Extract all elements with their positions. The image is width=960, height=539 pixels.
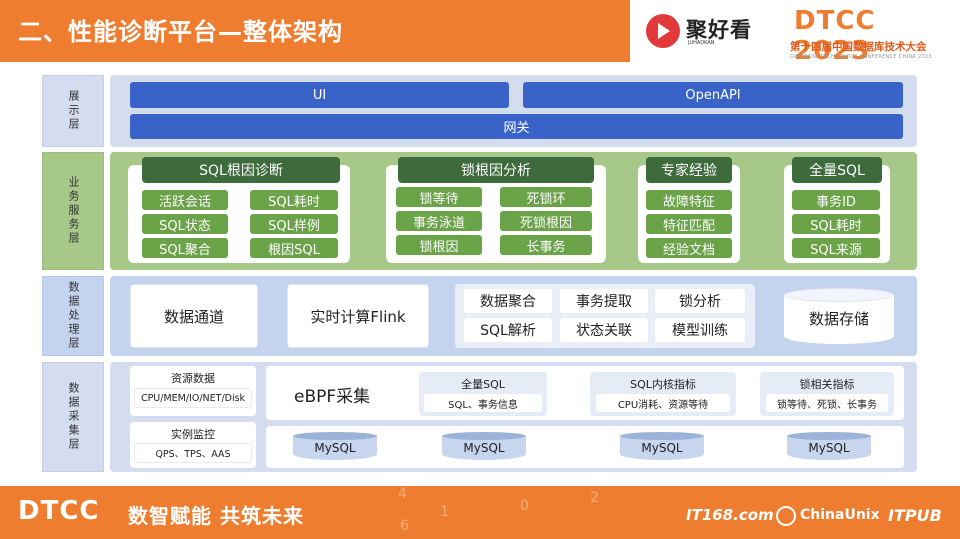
mysql-db-3-label: MySQL [620, 436, 704, 460]
logo-subtitle: JUHAOKAN [688, 40, 715, 46]
layer-label-processing: 数据处理层 [42, 276, 104, 356]
conference-name-en: DATABASE TECHNOLOGY CONFERENCE CHINA 202… [790, 54, 932, 60]
mysql-db-1-label: MySQL [293, 436, 377, 460]
resource-data-detail: CPU/MEM/IO/NET/Disk [134, 388, 252, 408]
storage-body [784, 294, 894, 344]
proc-sql-parse: SQL解析 [464, 318, 552, 342]
tag-lock-wait: 锁等待 [396, 187, 482, 207]
layer-label-business: 业务服务层 [42, 152, 104, 270]
tag-sql-source: SQL来源 [792, 238, 880, 258]
group-title-expert-experience: 专家经验 [646, 157, 732, 183]
tag-long-txn: 长事务 [500, 235, 592, 255]
logo-name: 聚好看 [686, 18, 752, 42]
conference-name: 第十四届中国数据库技术大会 [790, 41, 927, 53]
tag-deadlock-cycle: 死锁环 [500, 187, 592, 207]
proc-data-aggregate: 数据聚合 [464, 289, 552, 313]
footer-digit: 4 [398, 486, 407, 502]
database-icon [442, 432, 526, 440]
tag-lock-root: 锁根因 [396, 235, 482, 255]
instance-monitor-detail: QPS、TPS、AAS [134, 443, 252, 463]
data-storage-cylinder: 数据存储 [784, 288, 894, 346]
footer-digit: 6 [400, 518, 409, 534]
footer-digit: 1 [440, 504, 449, 520]
tag-sql-aggregate: SQL聚合 [142, 238, 228, 258]
ui-bar: UI [130, 82, 509, 108]
metric-lock-detail: 锁等待、死锁、长事务 [766, 394, 888, 412]
tag-feature-match: 特征匹配 [646, 214, 732, 234]
tag-fault-feature: 故障特征 [646, 190, 732, 210]
footer-digit: 0 [520, 498, 529, 514]
storage-label: 数据存储 [808, 310, 869, 328]
chinaunix-logo: ChinaUnix [800, 507, 880, 523]
mysql-db-2: MySQL [442, 432, 526, 462]
proc-txn-extract: 事务提取 [560, 289, 648, 313]
data-channel-box: 数据通道 [130, 284, 258, 348]
footer-band [0, 486, 960, 539]
juhaokan-logo: 聚好看 JUHAOKAN [646, 12, 756, 52]
page-title: 二、性能诊断平台—整体架构 [18, 18, 343, 46]
layer-label-collection: 数据采集层 [42, 362, 104, 472]
tag-experience-doc: 经验文档 [646, 238, 732, 258]
metric-full-sql-title: 全量SQL [461, 378, 505, 391]
footer-slogan: 数智赋能 共筑未来 [128, 504, 304, 528]
tag-sql-status: SQL状态 [142, 214, 228, 234]
play-triangle-icon [658, 23, 670, 39]
mysql-db-3: MySQL [620, 432, 704, 462]
database-icon [787, 432, 871, 440]
mysql-db-1: MySQL [293, 432, 377, 462]
metric-sql-kernel-detail: CPU消耗、资源等待 [596, 394, 730, 412]
group-title-sql-root-cause: SQL根因诊断 [142, 157, 340, 183]
proc-state-correlate: 状态关联 [560, 318, 648, 342]
chinaunix-circle-icon [776, 506, 796, 526]
header-band [0, 0, 630, 62]
tag-sql-duration: SQL耗时 [250, 190, 338, 210]
metric-sql-kernel-title: SQL内核指标 [630, 378, 696, 391]
database-icon [293, 432, 377, 440]
tag-txn-swimlane: 事务泳道 [396, 211, 482, 231]
mysql-db-4: MySQL [787, 432, 871, 462]
dtcc-year-logo: DTCC 2023 [794, 6, 876, 66]
group-title-full-sql: 全量SQL [792, 157, 882, 183]
metric-full-sql-detail: SQL、事务信息 [424, 394, 542, 412]
proc-lock-analysis: 锁分析 [655, 289, 745, 313]
tag-txn-id: 事务ID [792, 190, 880, 210]
storage-top [784, 288, 894, 302]
flink-box: 实时计算Flink [287, 284, 429, 348]
group-title-lock-root-cause: 锁根因分析 [398, 157, 594, 183]
footer-digit: 2 [590, 490, 599, 506]
proc-model-train: 模型训练 [655, 318, 745, 342]
resource-data-title: 资源数据 [171, 372, 215, 385]
mysql-db-4-label: MySQL [787, 436, 871, 460]
tag-sql-sample: SQL样例 [250, 214, 338, 234]
instance-monitor-title: 实例监控 [171, 428, 215, 441]
mysql-db-2-label: MySQL [442, 436, 526, 460]
tag-active-session: 活跃会话 [142, 190, 228, 210]
gateway-bar: 网关 [130, 114, 903, 139]
tag-full-sql-duration: SQL耗时 [792, 214, 880, 234]
itpub-logo: ITPUB [888, 506, 942, 525]
database-icon [620, 432, 704, 440]
it168-logo: IT168.com [686, 506, 774, 524]
tag-deadlock-root: 死锁根因 [500, 211, 592, 231]
metric-lock-title: 锁相关指标 [799, 378, 855, 391]
ebpf-label: eBPF采集 [294, 387, 371, 407]
layer-label-presentation: 展示层 [42, 75, 104, 147]
openapi-bar: OpenAPI [523, 82, 903, 108]
footer-dtcc-logo: DTCC [18, 496, 100, 526]
tag-root-sql: 根因SQL [250, 238, 338, 258]
